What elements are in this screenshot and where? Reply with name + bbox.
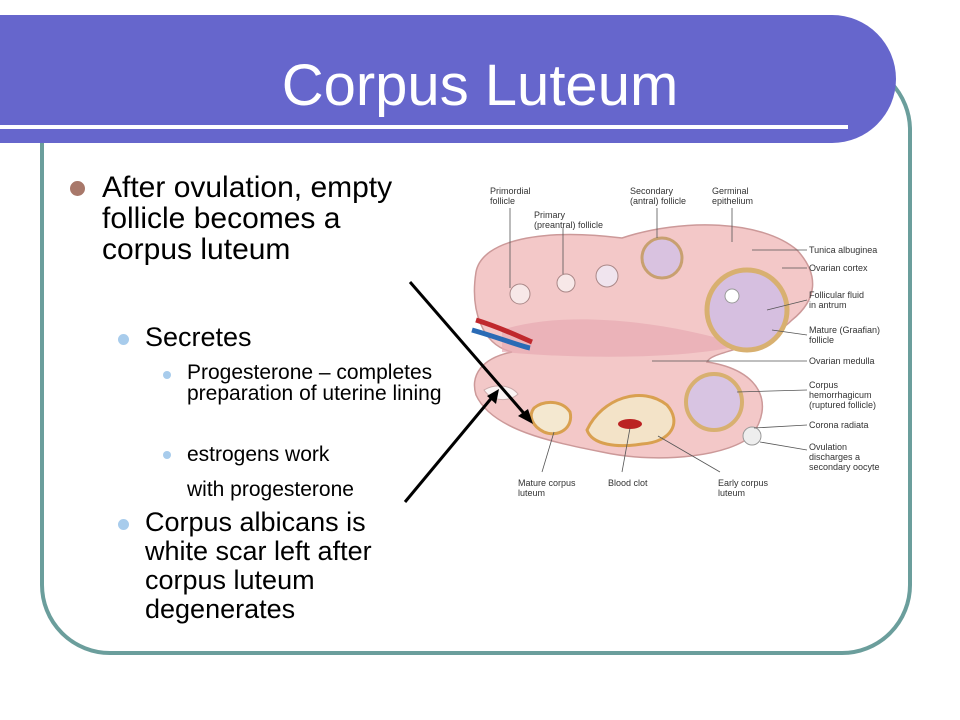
bullet-secretes: Secretes [145,322,252,352]
bullet-level-1 [70,181,85,196]
slide-title: Corpus Luteum [281,53,679,118]
bullet-level-2 [118,519,129,530]
oocyte [724,288,740,304]
label-mature-follicle: Mature (Graafian)follicle [809,325,880,345]
bullet-level-2 [118,334,129,345]
label-primary: Primary(preantral) follicle [534,210,603,230]
bullet-level-3 [163,371,171,379]
ovarian-medulla-region [502,319,742,357]
bullet-progesterone: Progesterone – completes preparation of … [187,361,442,405]
secondary-follicle [640,236,684,280]
primordial-follicles [509,283,531,305]
bullet-estrogens: estrogens work [187,443,330,466]
leader-lines [509,208,808,473]
label-tunica: Tunica albuginea [809,245,877,255]
primary-follicle [556,273,576,293]
blood-clot [618,419,642,429]
mature-follicle [704,267,790,353]
title-underline [0,125,848,129]
mature-corpus-luteum [529,401,573,436]
secondary-follicle-small [595,264,619,288]
bullet-main: After ovulation, empty follicle becomes … [102,171,393,266]
bullet-albicans: Corpus albicans is white scar left after… [145,507,372,624]
bullet-estrogens-continued: with progesterone [187,478,354,501]
secondary-oocyte [742,426,762,446]
corpus-hemorrhagicum [684,372,744,432]
bullet-level-3 [163,451,171,459]
label-corona: Corona radiata [809,420,869,430]
label-cortex: Ovarian cortex [809,263,868,273]
label-medulla: Ovarian medulla [809,356,875,366]
label-secondary: Secondary(antral) follicle [630,186,686,206]
title-bar [0,15,896,143]
label-blood-clot: Blood clot [608,478,648,488]
